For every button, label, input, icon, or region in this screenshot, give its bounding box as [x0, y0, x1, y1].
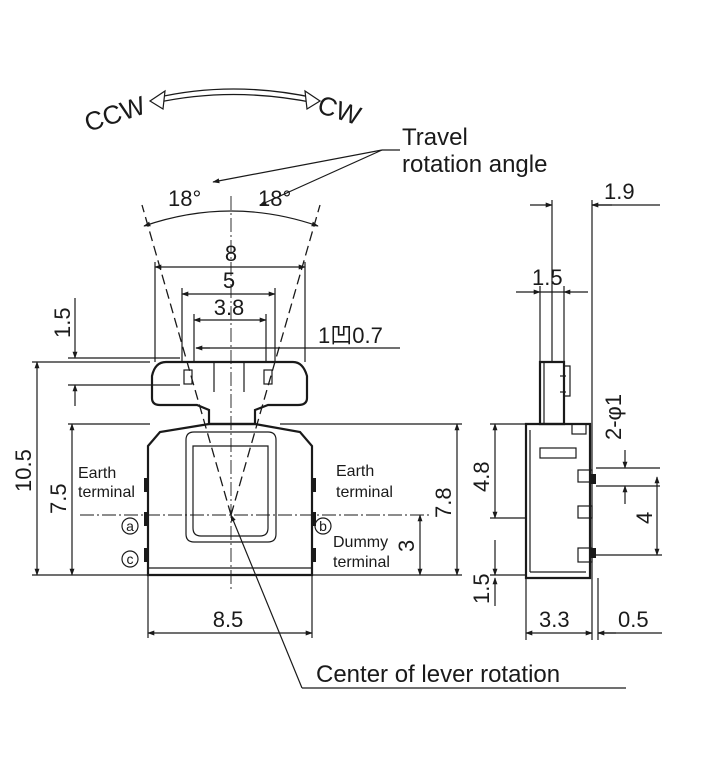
- terminal-a-marker: a: [121, 517, 139, 535]
- dim-1-5-side: [516, 286, 588, 362]
- terminal-b-marker: b: [314, 517, 332, 535]
- dim-4-label: 4: [632, 512, 657, 524]
- terminal-c: c: [127, 551, 134, 567]
- dim-8-5: [147, 575, 313, 638]
- dim-3-8: [193, 314, 267, 362]
- dim-10-5: [32, 361, 150, 576]
- hole-spec: [596, 450, 660, 504]
- dummy-line1: Dummy: [333, 534, 388, 551]
- angle-right-label: 18°: [258, 186, 291, 211]
- dim-7-8: [280, 423, 462, 576]
- ccw-label: CCW: [81, 90, 150, 138]
- dim-5-label: 5: [223, 268, 235, 293]
- dim-0-5-label: 0.5: [618, 607, 649, 632]
- switch-body: [80, 422, 432, 577]
- dim-1-5-bottom: [490, 540, 526, 606]
- dim-10-5-label: 10.5: [11, 449, 36, 492]
- dim-4-8-label: 4.8: [469, 461, 494, 492]
- earth-left-line2: terminal: [78, 484, 135, 501]
- rotation-arrow: [148, 88, 322, 111]
- earth-right-line1: Earth: [336, 463, 374, 480]
- dim-1-5-left: [68, 298, 180, 406]
- center-label: Center of lever rotation: [316, 661, 560, 688]
- center-leader: [230, 514, 626, 689]
- travel-label-line2: rotation angle: [402, 151, 547, 178]
- hole-spec-label: 2-φ1: [601, 394, 626, 440]
- dim-8-5-label: 8.5: [213, 607, 244, 632]
- dim-8-label: 8: [225, 241, 237, 266]
- dim-3-3-label: 3.3: [539, 607, 570, 632]
- dim-4-8: [490, 423, 526, 519]
- dim-7-8-label: 7.8: [431, 487, 456, 518]
- side-view-body: [524, 360, 596, 580]
- terminal-b: b: [319, 518, 327, 534]
- lever: [150, 360, 309, 426]
- earth-left-line1: Earth: [78, 465, 116, 482]
- dim-4: [596, 476, 662, 556]
- dim-1-9: [530, 200, 660, 640]
- dim-7-5-label: 7.5: [46, 483, 71, 514]
- angle-arc: [141, 196, 321, 590]
- dim-1-5-left-label: 1.5: [50, 307, 75, 338]
- terminal-a: a: [126, 518, 134, 534]
- dim-3-8-label: 3.8: [214, 295, 245, 320]
- slot-label: 1凹0.7: [318, 323, 383, 348]
- dim-1-5-side-label: 1.5: [532, 265, 563, 290]
- dim-3-label: 3: [394, 540, 419, 552]
- dim-1-9-label: 1.9: [604, 179, 635, 204]
- dim-5: [181, 288, 276, 362]
- earth-right-line2: terminal: [336, 484, 393, 501]
- dim-8: [154, 262, 306, 362]
- travel-leaders: [212, 149, 400, 206]
- travel-label-line1: Travel: [402, 124, 468, 151]
- angle-left-label: 18°: [168, 186, 201, 211]
- dim-7-5: [68, 423, 150, 576]
- cw-label: CW: [314, 89, 365, 131]
- dummy-line2: terminal: [333, 554, 390, 571]
- dim-1-5-bottom-label: 1.5: [469, 573, 494, 604]
- dim-3-3: [525, 578, 599, 640]
- terminal-c-marker: c: [121, 550, 139, 568]
